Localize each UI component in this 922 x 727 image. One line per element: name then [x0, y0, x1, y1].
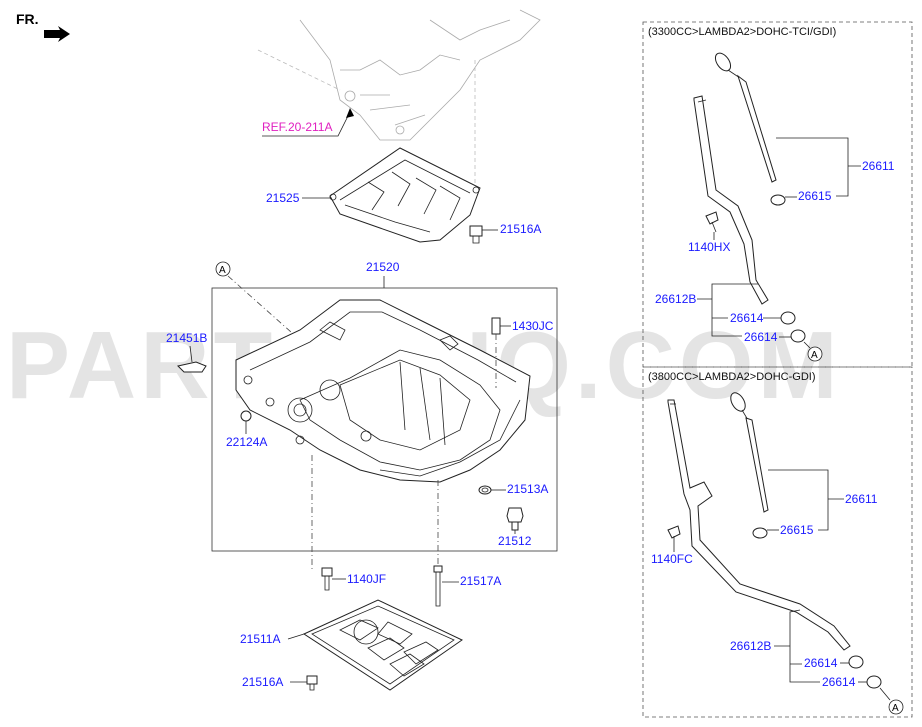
baffle-bolt[interactable] [469, 225, 483, 244]
callout-oil-pan-upper[interactable]: 21520 [366, 260, 400, 274]
baffle-plate[interactable] [329, 147, 481, 243]
lower-bolt[interactable] [306, 675, 318, 691]
tci-oring-2[interactable] [790, 329, 806, 343]
tci-oring-1[interactable] [780, 311, 796, 325]
oil-pan-upper[interactable] [235, 299, 531, 483]
callout-tci-dipstick-assy[interactable]: 26611 [862, 159, 895, 173]
callout-drain-plug[interactable]: 21512 [498, 534, 532, 548]
callout-drain-gasket[interactable]: 21513A [507, 482, 548, 496]
callout-gdi-oring-gauge[interactable]: 26615 [780, 523, 814, 537]
callout-long-bolt[interactable]: 21517A [460, 574, 501, 588]
callout-oil-pan-lower[interactable]: 21511A [240, 632, 280, 646]
gdi-dipstick[interactable] [728, 390, 769, 513]
variant-tci-panel [642, 21, 913, 368]
callout-gdi-oring-2[interactable]: 26614 [822, 675, 856, 689]
plug[interactable] [240, 410, 252, 422]
marker-a-main: A [215, 261, 301, 341]
gdi-oring-gauge[interactable] [752, 527, 768, 539]
callout-bolt-jf[interactable]: 1140JF [347, 572, 386, 586]
front-label: FR. [16, 11, 39, 27]
gdi-guide-tube[interactable] [667, 399, 851, 651]
variant-tci-header: (3300CC>LAMBDA2>DOHC-TCI/GDI) [648, 26, 836, 38]
front-arrow-icon [44, 26, 70, 42]
marker-a-label: A [219, 265, 226, 276]
callout-gdi-bolt[interactable]: 1140FC [651, 552, 693, 566]
tci-dipstick[interactable] [712, 50, 777, 183]
tci-oring-gauge[interactable] [770, 194, 786, 206]
marker-a-tci-label: A [811, 350, 818, 361]
callout-gdi-oring-1[interactable]: 26614 [804, 656, 838, 670]
reference-leader [262, 111, 351, 137]
front-indicator: FR. [16, 11, 70, 42]
callout-tci-oring-gauge[interactable]: 26615 [798, 189, 832, 203]
gdi-oring-2[interactable] [866, 675, 882, 689]
marker-a-gdi: A [879, 687, 904, 715]
gdi-bolt[interactable] [667, 525, 681, 544]
callout-tci-oring-1[interactable]: 26614 [730, 311, 764, 325]
marker-a-gdi-label: A [892, 703, 899, 714]
callout-tci-bolt[interactable]: 1140HX [688, 240, 730, 254]
long-bolt[interactable] [433, 565, 443, 607]
drain-gasket[interactable] [478, 485, 492, 495]
oil-pan-lower[interactable] [302, 599, 463, 691]
callout-bracket[interactable]: 21451B [166, 331, 207, 345]
callout-baffle-bolt[interactable]: 21516A [500, 222, 541, 236]
stud-pin[interactable] [491, 317, 501, 388]
engine-block-ghost [257, 9, 541, 190]
callout-plug[interactable]: 22124A [226, 435, 267, 449]
gdi-oring-1[interactable] [848, 655, 864, 669]
marker-a-tci: A [803, 341, 823, 362]
callout-lower-bolt[interactable]: 21516A [242, 675, 283, 689]
callout-baffle[interactable]: 21525 [266, 191, 300, 205]
tci-guide-tube[interactable] [693, 95, 769, 305]
callout-tci-oring-2[interactable]: 26614 [744, 330, 778, 344]
callout-gdi-dipstick-assy[interactable]: 26611 [845, 492, 878, 506]
reference-label[interactable]: REF.20-211A [262, 120, 332, 134]
tci-bolt[interactable] [705, 211, 719, 233]
drain-plug[interactable] [506, 507, 524, 531]
callout-gdi-guide-assy[interactable]: 26612B [730, 639, 771, 653]
variant-gdi-panel [642, 366, 913, 718]
callout-stud[interactable]: 1430JC [512, 319, 554, 333]
bolt-jf[interactable] [321, 567, 333, 591]
callout-tci-guide-assy[interactable]: 26612B [655, 292, 696, 306]
oil-pan-upper-group [211, 287, 558, 552]
reference-arrow-icon [346, 108, 354, 118]
variant-gdi-header: (3800CC>LAMBDA2>DOHC-GDI) [648, 371, 816, 383]
bracket[interactable] [177, 361, 207, 373]
